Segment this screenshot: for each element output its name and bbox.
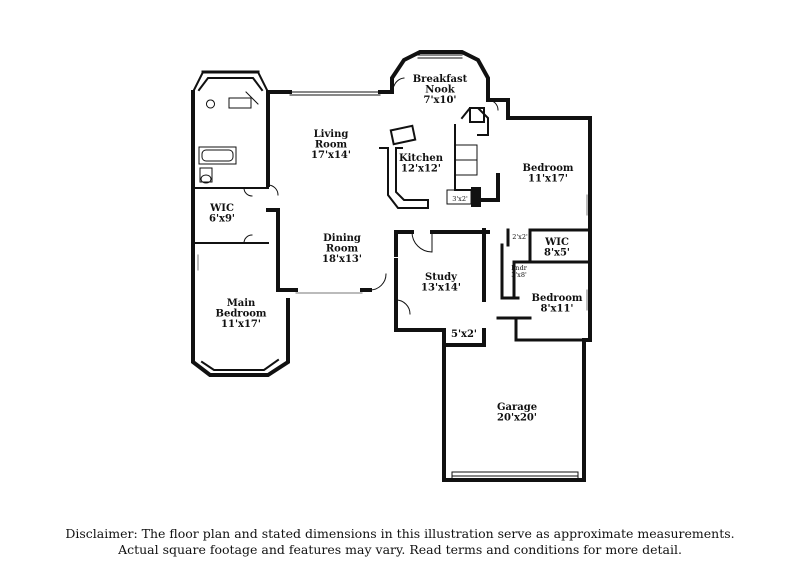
- nook-windows: [289, 54, 463, 96]
- room-breakfast-name-label: Breakfast: [413, 74, 468, 85]
- room-closet-5x2-dims-label: 5'x2': [451, 329, 477, 340]
- room-bedroom-ne-name-label: Bedroom: [523, 163, 574, 174]
- room-wic-east-name-label: WIC: [544, 237, 569, 248]
- pantry-label: 3'x2': [452, 195, 468, 203]
- room-main-bedroom-name-label: Main: [227, 298, 256, 309]
- linen-label: 2'x2': [512, 233, 528, 241]
- room-kitchen-name-label: Kitchen: [399, 153, 444, 164]
- laundry-name-label: Lndr: [511, 264, 528, 272]
- room-dining-name-label: Dining: [323, 233, 361, 244]
- room-garage-name-label: Garage: [497, 402, 537, 413]
- east-windows: [197, 194, 588, 311]
- room-living-name-label: Room: [315, 140, 348, 151]
- room-breakfast-name-label: Nook: [425, 85, 455, 96]
- room-main-bedroom-dims-label: 11'x17': [221, 319, 261, 330]
- interior-doors: [243, 77, 499, 315]
- room-bedroom-ne-dims-label: 11'x17': [528, 174, 568, 185]
- room-kitchen-dims-label: 12'x12': [401, 164, 441, 175]
- room-dining-dims-label: 18'x13': [322, 254, 362, 265]
- east-walls: [496, 228, 592, 342]
- room-main-bedroom-name-label: Bedroom: [216, 309, 267, 320]
- bath-fixtures: [198, 91, 259, 184]
- room-living-name-label: Living: [314, 129, 349, 140]
- main-bedroom-wing-walls: [191, 90, 290, 377]
- room-garage-dims-label: 20'x20': [497, 413, 537, 424]
- disclaimer-line-1: Disclaimer: The floor plan and stated di…: [65, 526, 735, 541]
- garage-door: [451, 471, 579, 481]
- room-wic-west-name-label: WIC: [209, 203, 234, 214]
- central-walls: [266, 50, 592, 482]
- main-bedroom-bay: [200, 358, 280, 371]
- room-living-dims-label: 17'x14': [311, 150, 351, 161]
- room-bedroom-se-name-label: Bedroom: [532, 293, 583, 304]
- laundry-dims-label: 3'x8': [511, 271, 527, 279]
- room-wic-east-dims-label: 8'x5': [544, 248, 570, 259]
- room-breakfast-dims-label: 7'x10': [424, 95, 457, 106]
- kitchen-counters: [379, 107, 489, 209]
- room-labels: BreakfastNook7'x10'LivingRoom17'x14'Kitc…: [209, 74, 583, 424]
- room-wic-west-dims-label: 6'x9': [209, 214, 235, 225]
- room-study-dims-label: 13'x14': [421, 283, 461, 294]
- room-dining-name-label: Room: [326, 244, 359, 255]
- bath-bay-walls: [191, 70, 270, 94]
- room-study-name-label: Study: [425, 272, 458, 283]
- disclaimer-line-2: Actual square footage and features may v…: [118, 542, 682, 557]
- room-bedroom-se-dims-label: 8'x11': [541, 304, 574, 315]
